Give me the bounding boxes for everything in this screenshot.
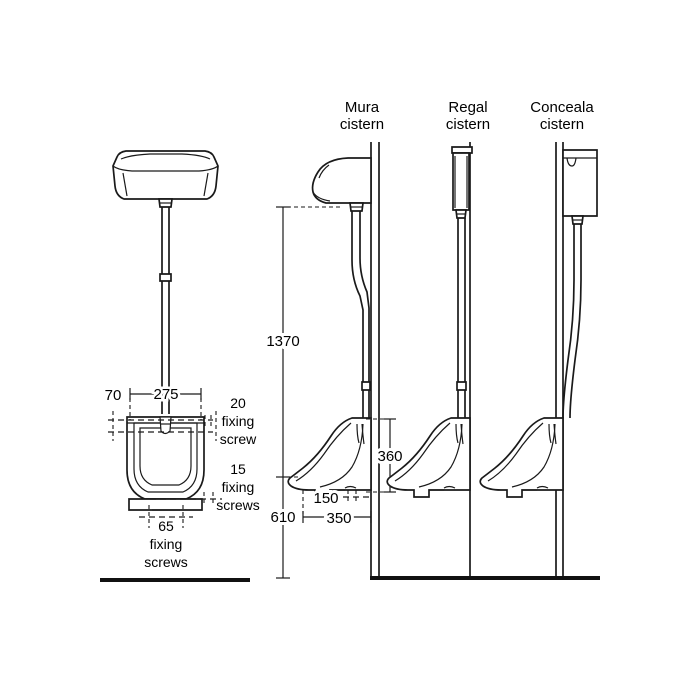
- heading-regal-line2: cistern: [446, 116, 490, 133]
- heading-conceala: Conceala cistern: [530, 99, 594, 133]
- front-elevation-view: 275 70: [100, 150, 260, 582]
- dimension-70-label: 70: [105, 387, 122, 404]
- conceala-flush-pipe: [562, 224, 582, 419]
- dimension-350: 350: [302, 490, 372, 530]
- note-15-fixing-screws: 15 fixing screws: [216, 461, 260, 513]
- note-65-line3: screws: [144, 554, 188, 570]
- side-elevation-mura: 1370 610 360: [263, 142, 406, 579]
- front-urinal-bowl: [126, 416, 205, 511]
- front-cistern: [112, 150, 219, 208]
- dimension-1370: 1370: [263, 206, 340, 478]
- heading-conceala-line1: Conceala: [530, 99, 594, 116]
- dimension-65-marks: [139, 505, 193, 528]
- dimension-610-label: 610: [270, 509, 295, 526]
- conceala-cistern: [562, 149, 598, 225]
- mura-flush-pipe: [351, 211, 371, 418]
- regal-flush-pipe: [456, 218, 467, 418]
- heading-regal-line1: Regal: [448, 99, 487, 116]
- dimension-150-label: 150: [313, 490, 338, 507]
- mura-cistern: [311, 157, 372, 212]
- heading-mura: Mura cistern: [340, 99, 384, 133]
- note-20-value: 20: [230, 395, 246, 411]
- dimension-1370-label: 1370: [266, 333, 299, 350]
- dimension-610: 610: [267, 477, 299, 579]
- side-elevation-conceala: [479, 142, 598, 578]
- note-20-fixing-screw: 20 fixing screw: [220, 395, 257, 447]
- regal-urinal-bowl: [386, 417, 471, 498]
- note-15-line3: screws: [216, 497, 260, 513]
- dimension-150: 150: [310, 487, 371, 510]
- fixing-screw-marks-upper: [108, 411, 217, 441]
- view-headings: Mura cistern Regal cistern Conceala cist…: [340, 99, 594, 133]
- conceala-urinal-bowl: [479, 417, 564, 498]
- dimension-360-label: 360: [377, 448, 402, 465]
- dimension-70: 70: [105, 387, 122, 404]
- mura-urinal-bowl: [287, 417, 372, 498]
- heading-mura-line1: Mura: [345, 99, 380, 116]
- note-65-line2: fixing: [150, 536, 183, 552]
- note-15-line2: fixing: [222, 479, 255, 495]
- side-elevation-regal: [386, 142, 473, 578]
- heading-mura-line2: cistern: [340, 116, 384, 133]
- note-20-line2: fixing: [222, 413, 255, 429]
- note-20-line3: screw: [220, 431, 257, 447]
- note-65-fixing-screws: 65 fixing screws: [144, 518, 188, 570]
- heading-conceala-line2: cistern: [540, 116, 584, 133]
- note-15-value: 15: [230, 461, 246, 477]
- regal-cistern: [451, 146, 473, 219]
- dimension-275: 275: [129, 384, 202, 420]
- fixing-screw-marks-lower: [150, 492, 222, 506]
- dimension-275-label: 275: [153, 386, 178, 403]
- dimension-350-label: 350: [326, 510, 351, 527]
- note-65-value: 65: [158, 518, 174, 534]
- front-flush-pipe: [159, 207, 172, 414]
- heading-regal: Regal cistern: [446, 99, 490, 133]
